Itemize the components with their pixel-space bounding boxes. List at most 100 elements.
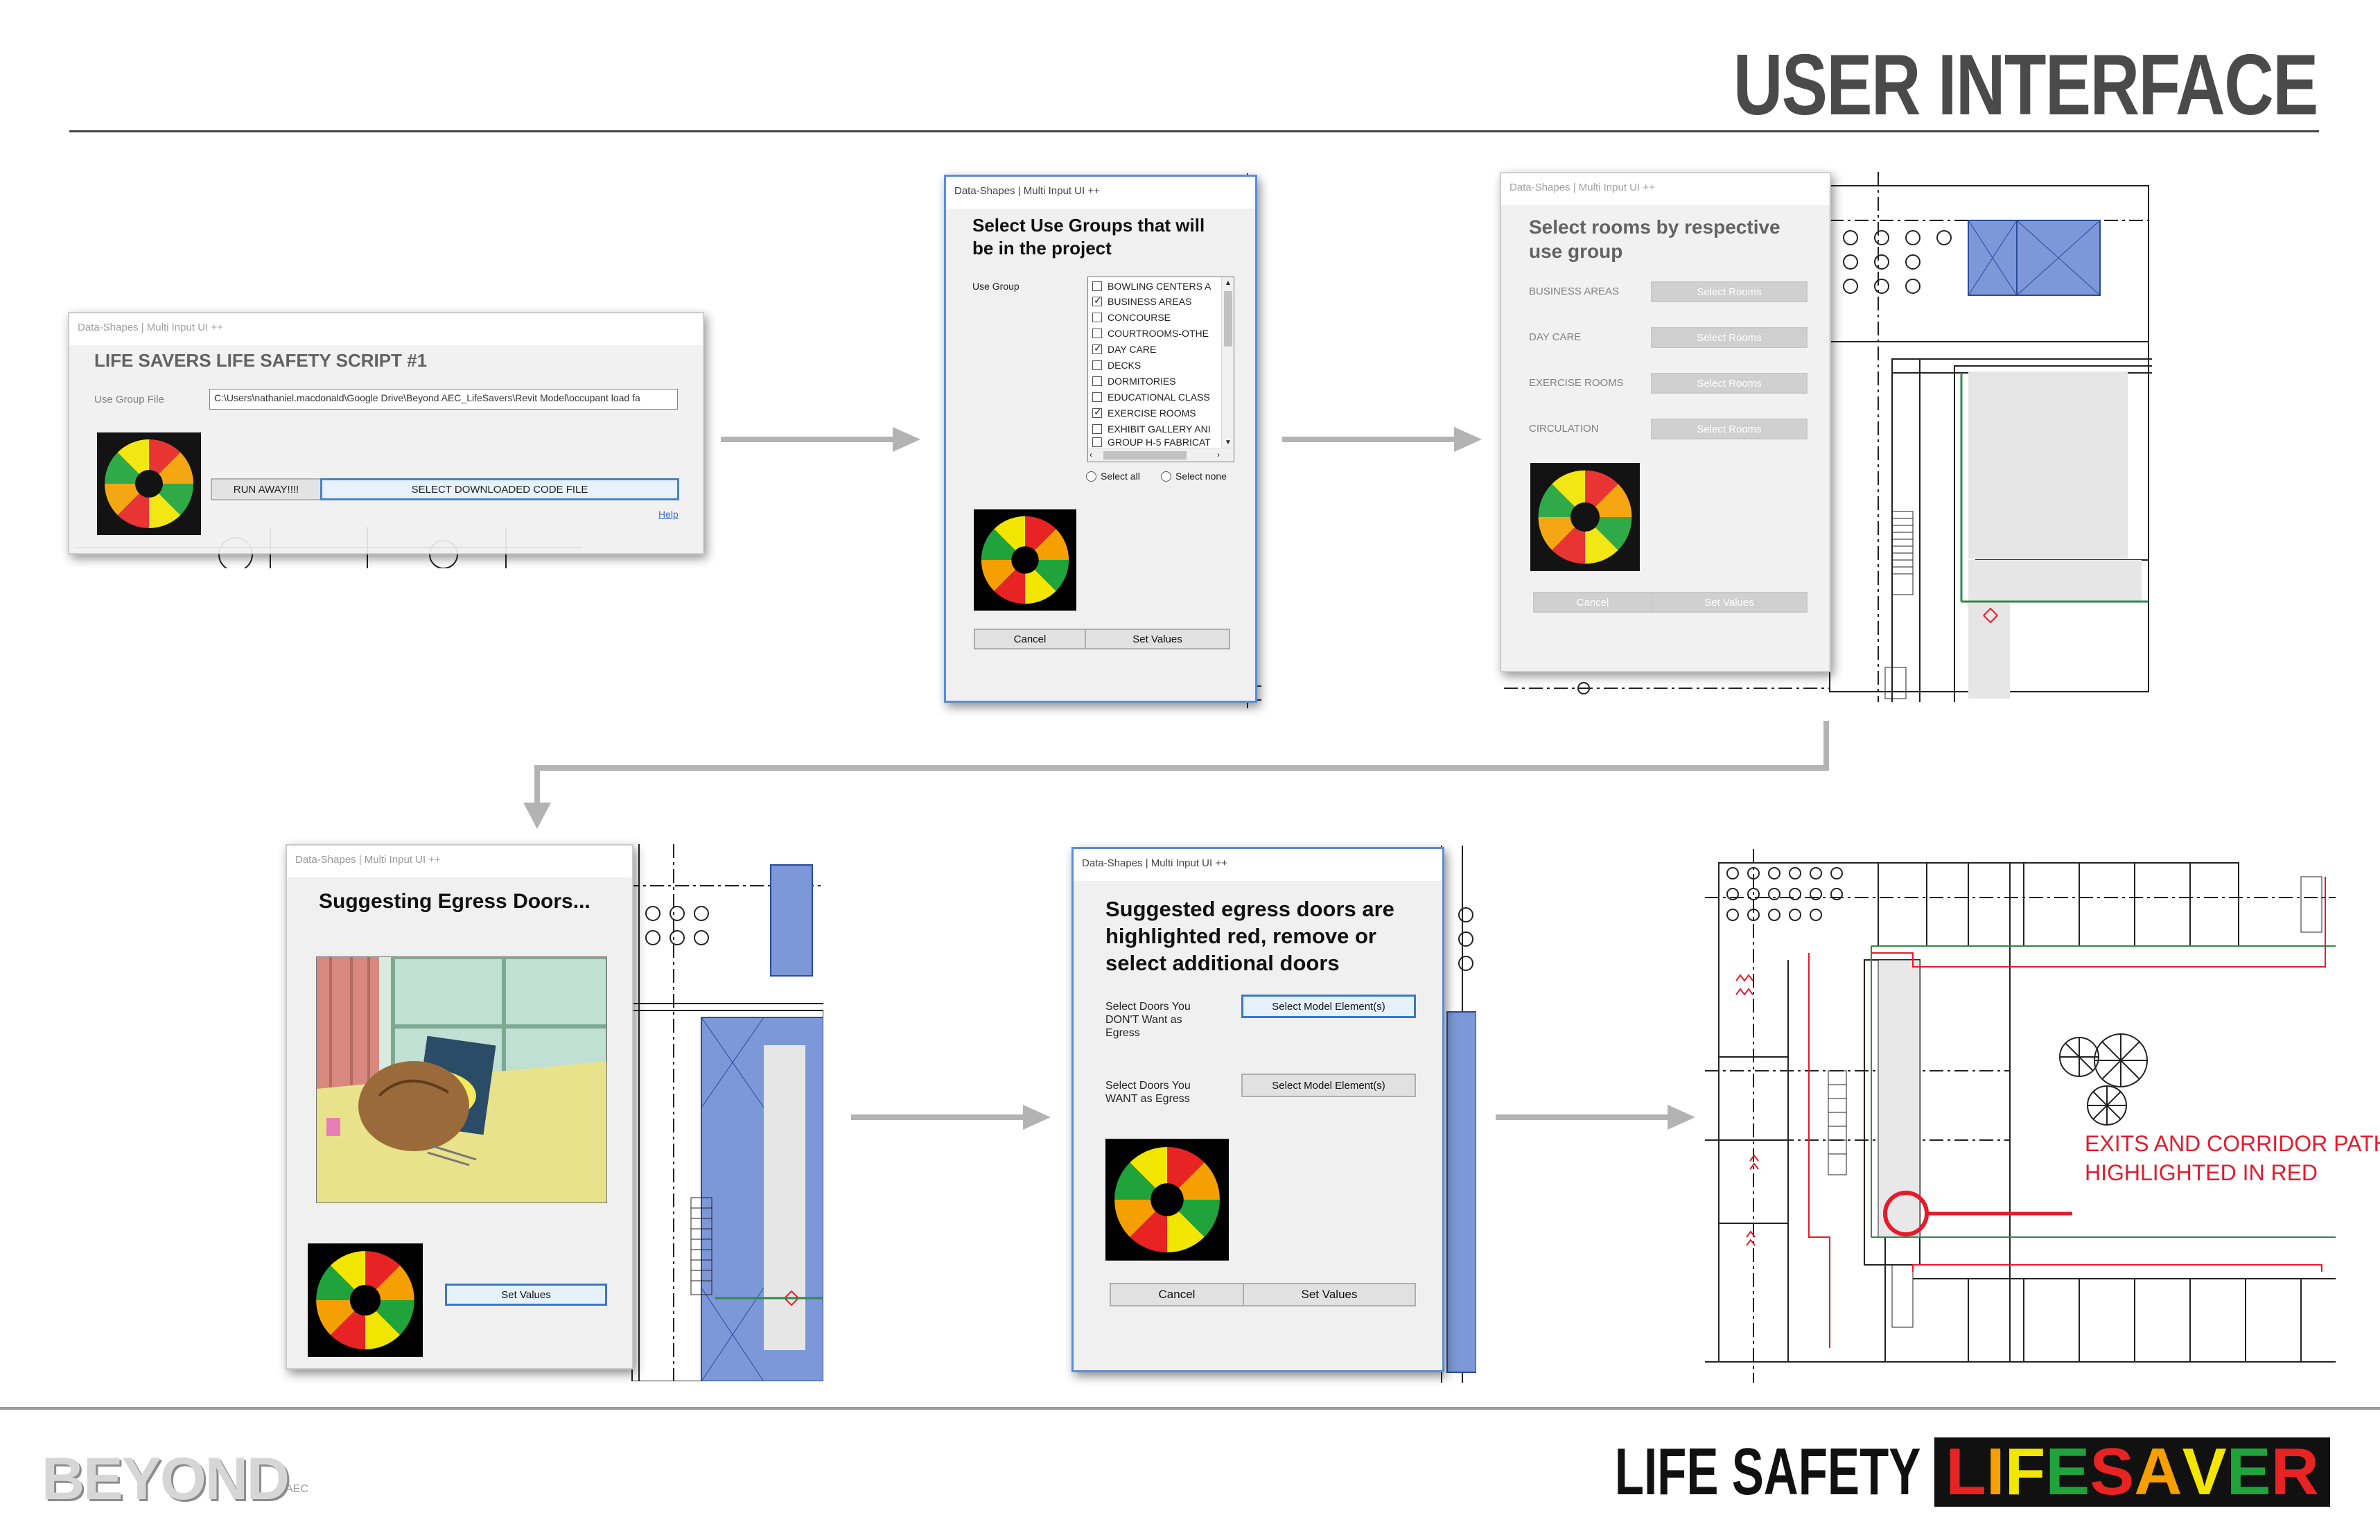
radio-label: Select all	[1101, 471, 1140, 482]
select-rooms-business-button[interactable]: Select Rooms	[1651, 281, 1808, 302]
select-wanted-doors-button[interactable]: Select Model Element(s)	[1241, 1074, 1416, 1097]
checkbox[interactable]	[1092, 342, 1102, 354]
result-floor-plan	[1705, 849, 2336, 1383]
checkbox[interactable]	[1092, 376, 1102, 386]
window-title: Data-Shapes | Multi Input UI ++	[1074, 849, 1442, 881]
scroll-up-icon[interactable]: ▲	[1225, 279, 1232, 287]
select-rooms-circulation-button[interactable]: Select Rooms	[1651, 419, 1808, 439]
list-item[interactable]: CONCOURSE	[1092, 310, 1171, 325]
exits-callout: EXITS AND CORRIDOR PATHS HIGHLIGHTED IN …	[2085, 1130, 2380, 1187]
use-group-label: Use Group	[972, 281, 1020, 292]
heading-line: highlighted red, remove or	[1105, 923, 1376, 948]
day-care-label: DAY CARE	[1529, 331, 1582, 343]
footer-rule	[0, 1407, 2380, 1410]
dialog-egress-doors: Data-Shapes | Multi Input UI ++ Suggeste…	[1071, 847, 1444, 1372]
dont-want-doors-label: Select Doors You DON'T Want as Egress	[1105, 1000, 1191, 1040]
list-item[interactable]: COURTROOMS-OTHE	[1092, 326, 1209, 341]
logo-letter: I	[1986, 1435, 2005, 1509]
dialog-heading: Suggested egress doors are highlighted r…	[1105, 896, 1394, 977]
list-item[interactable]: BOWLING CENTERS A	[1092, 279, 1211, 294]
select-all-radio[interactable]: Select all	[1086, 471, 1140, 482]
select-rooms-daycare-button[interactable]: Select Rooms	[1651, 327, 1808, 348]
select-code-file-button[interactable]: SELECT DOWNLOADED CODE FILE	[320, 478, 679, 500]
label-line: Select Doors You	[1105, 1001, 1191, 1013]
logo-letter: S	[2090, 1435, 2135, 1509]
list-item[interactable]: DECKS	[1092, 358, 1141, 373]
list-item-label: EDUCATIONAL CLASS	[1108, 392, 1210, 403]
callout-line: EXITS AND CORRIDOR PATHS	[2085, 1131, 2380, 1156]
logo-letter: L	[1945, 1435, 1986, 1509]
list-item[interactable]: GROUP H-5 FABRICAT	[1092, 437, 1211, 447]
use-group-file-input[interactable]: C:\Users\nathaniel.macdonald\Google Driv…	[209, 389, 678, 410]
list-item-label: EXHIBIT GALLERY ANI	[1108, 423, 1211, 435]
list-item-label: CONCOURSE	[1108, 312, 1171, 323]
heading-line: select additional doors	[1105, 950, 1340, 975]
checkbox[interactable]	[1092, 295, 1102, 306]
life-safety-text: LIFE SAFETY	[1614, 1435, 1921, 1509]
radio-button[interactable]	[1161, 471, 1171, 482]
dialog-heading: Select rooms by respective use group	[1529, 215, 1780, 263]
checkbox[interactable]	[1092, 360, 1102, 370]
list-item[interactable]: BUSINESS AREAS	[1092, 294, 1191, 309]
checkbox[interactable]	[1092, 437, 1102, 447]
run-away-button[interactable]: RUN AWAY!!!!	[211, 478, 322, 500]
scroll-thumb[interactable]	[1224, 291, 1232, 347]
radio-label: Select none	[1175, 471, 1227, 482]
logo-letter: E	[2045, 1435, 2090, 1509]
use-group-file-label: Use Group File	[94, 394, 164, 405]
list-item-label: BOWLING CENTERS A	[1108, 281, 1211, 292]
select-rooms-exercise-button[interactable]: Select Rooms	[1651, 373, 1808, 394]
business-areas-label: BUSINESS AREAS	[1529, 286, 1620, 297]
life-saver-wheel-icon	[308, 1243, 423, 1357]
set-values-button[interactable]: Set Values	[1651, 592, 1808, 613]
list-item[interactable]: EXHIBIT GALLERY ANI	[1092, 421, 1211, 437]
window-title: Data-Shapes | Multi Input UI ++	[946, 177, 1255, 209]
heading-line: Suggested egress doors are	[1105, 897, 1394, 921]
page-title: USER INTERFACE	[1733, 37, 2319, 133]
set-values-button[interactable]: Set Values	[445, 1284, 607, 1306]
radio-button[interactable]	[1086, 471, 1096, 482]
set-values-button[interactable]: Set Values	[1243, 1283, 1416, 1306]
dialog-heading: Suggesting Egress Doors...	[319, 890, 590, 913]
cancel-button[interactable]: Cancel	[1110, 1283, 1244, 1306]
label-line: Egress	[1105, 1027, 1140, 1040]
list-item[interactable]: DORMITORIES	[1092, 374, 1176, 389]
label-line: Select Doors You	[1105, 1080, 1191, 1092]
list-item[interactable]: DAY CARE	[1092, 342, 1156, 357]
heading-line: use group	[1529, 240, 1623, 262]
window-title: Data-Shapes | Multi Input UI ++	[1501, 173, 1830, 205]
logo-letter: R	[2270, 1435, 2319, 1509]
list-item-label: DORMITORIES	[1108, 376, 1176, 387]
help-link[interactable]: Help	[658, 509, 679, 520]
cancel-button[interactable]: Cancel	[974, 629, 1086, 649]
checkbox[interactable]	[1092, 281, 1102, 291]
list-item[interactable]: EXERCISE ROOMS	[1092, 405, 1196, 421]
scroll-down-icon[interactable]: ▼	[1225, 439, 1232, 446]
loading-animation-image	[316, 956, 607, 1203]
list-item[interactable]: EDUCATIONAL CLASS	[1092, 390, 1210, 405]
checkbox[interactable]	[1092, 424, 1102, 434]
beyond-logo-sub: AEC	[286, 1483, 308, 1495]
life-safety-life-saver-logo: LIFE SAFETY L I F E S A V E R	[1496, 1433, 2330, 1511]
list-item-label: GROUP H-5 FABRICAT	[1108, 437, 1211, 447]
dialog-select-rooms: Data-Shapes | Multi Input UI ++ Select r…	[1500, 172, 1831, 672]
scroll-left-icon[interactable]: ‹	[1090, 450, 1092, 460]
select-none-radio[interactable]: Select none	[1161, 471, 1227, 482]
checkbox[interactable]	[1092, 406, 1102, 418]
checkbox[interactable]	[1092, 313, 1102, 322]
window-title: Data-Shapes | Multi Input UI ++	[287, 846, 632, 877]
set-values-button[interactable]: Set Values	[1085, 629, 1230, 649]
logo-letter: V	[2182, 1435, 2227, 1509]
scroll-thumb-horizontal[interactable]	[1103, 451, 1187, 460]
circulation-label: CIRCULATION	[1529, 423, 1599, 435]
horizontal-scrollbar[interactable]: ‹ ›	[1088, 448, 1234, 462]
list-item-label: DAY CARE	[1108, 344, 1157, 355]
checkbox[interactable]	[1092, 392, 1102, 402]
cancel-button[interactable]: Cancel	[1533, 592, 1652, 613]
use-group-listbox[interactable]: BOWLING CENTERS A BUSINESS AREAS CONCOUR…	[1087, 277, 1234, 462]
select-unwanted-doors-button[interactable]: Select Model Element(s)	[1241, 995, 1416, 1018]
vertical-scrollbar[interactable]: ▲ ▼	[1221, 277, 1234, 449]
scroll-right-icon[interactable]: ›	[1217, 450, 1220, 460]
arrow-right-icon	[1496, 1105, 1695, 1130]
checkbox[interactable]	[1092, 329, 1102, 338]
